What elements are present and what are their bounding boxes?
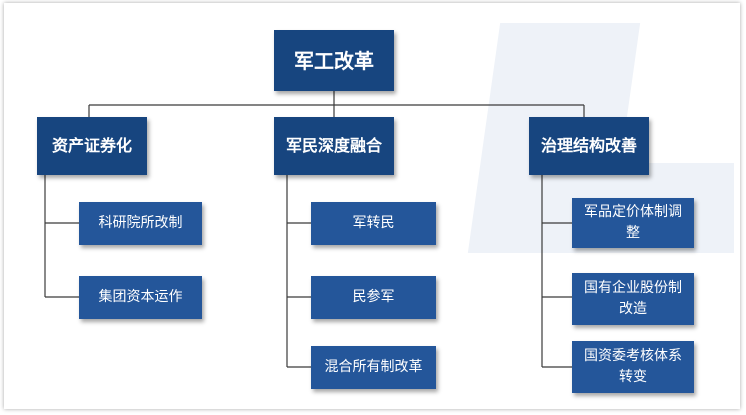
leaf-node: 科研院所改制 [79,202,202,245]
root-node: 军工改革 [274,30,394,91]
branch-node-asset-securitization: 资产证券化 [37,117,147,175]
diagram-frame: 军工改革 资产证券化 军民深度融合 治理结构改善 科研院所改制 集团资本运作 军… [4,3,740,409]
branch-node-governance-improvement: 治理结构改善 [529,117,649,175]
leaf-node: 混合所有制改革 [311,346,436,389]
leaf-node: 民参军 [311,276,436,319]
leaf-node: 军转民 [311,202,436,245]
leaf-node: 国资委考核体系转变 [572,341,694,393]
leaf-node: 军品定价体制调整 [572,198,694,248]
leaf-node: 国有企业股份制改造 [572,273,694,325]
branch-node-civil-military-integration: 军民深度融合 [274,117,394,175]
leaf-node: 集团资本运作 [79,276,202,319]
connector-lines [44,91,585,368]
